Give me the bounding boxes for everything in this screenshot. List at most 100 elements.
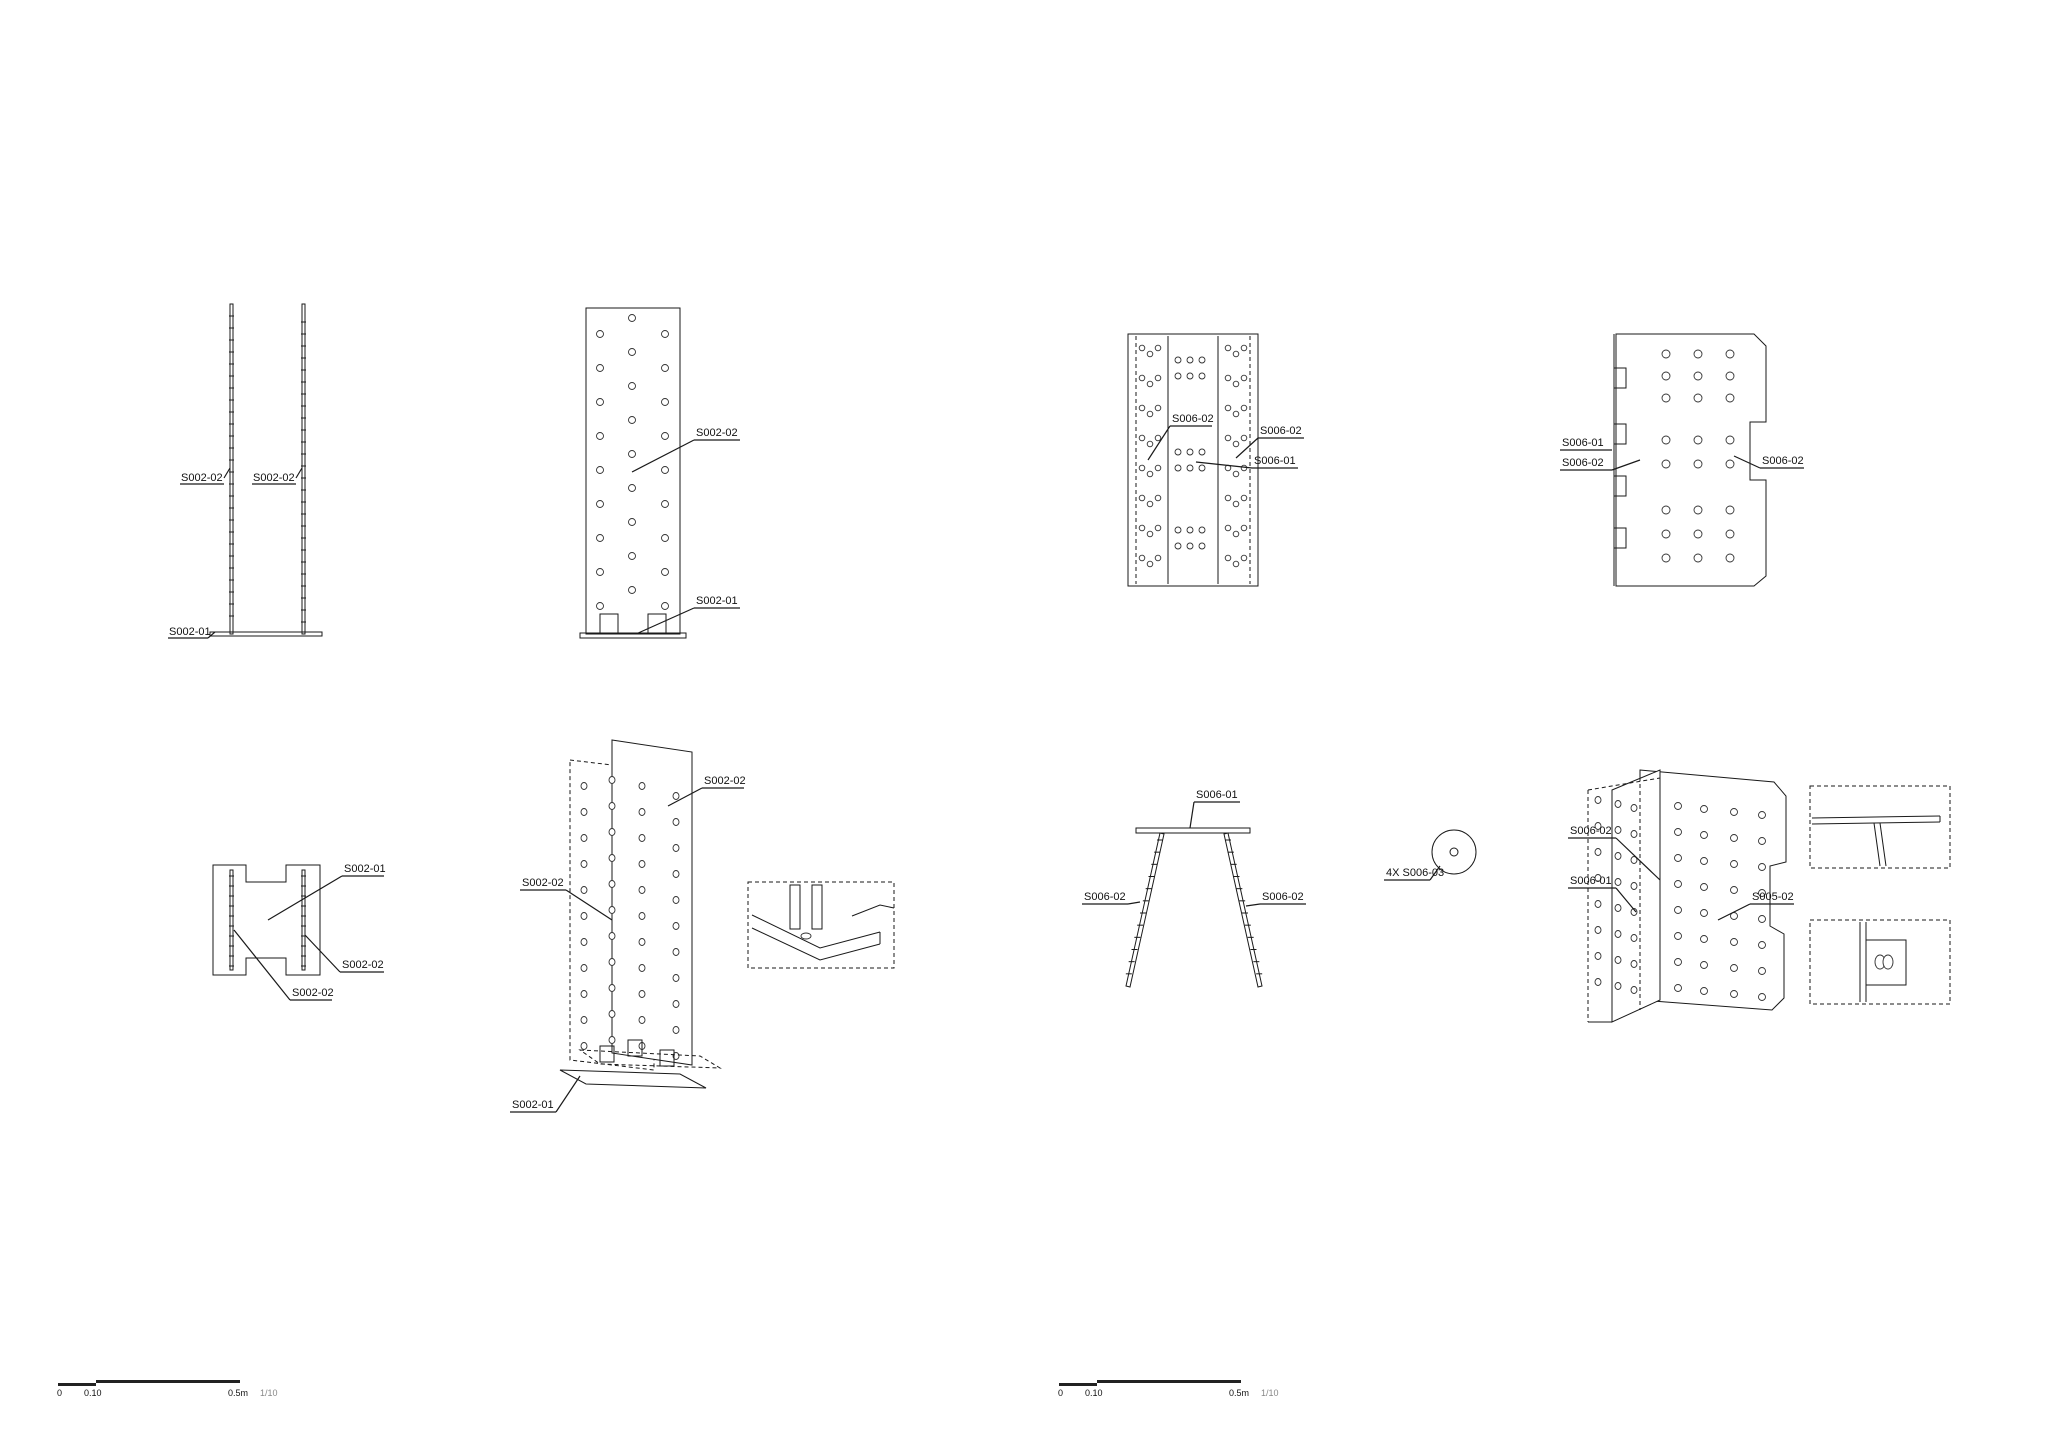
- bolt-hole: [1693, 553, 1703, 563]
- bolt-hole: [1198, 526, 1206, 534]
- bolt-hole: [608, 880, 616, 888]
- bolt-hole: [1138, 344, 1146, 352]
- right-detail-box-bottom: [1809, 919, 1951, 1005]
- label: S006-01: [1254, 455, 1296, 467]
- bolt-hole: [1240, 524, 1248, 532]
- bolt-hole: [638, 938, 646, 946]
- bolt-hole: [1758, 993, 1766, 1001]
- label: S005-02: [1752, 891, 1794, 903]
- label: S006-02: [1172, 413, 1214, 425]
- right-isometric: S006-02 S006-01 S005-02: [1568, 769, 1794, 1023]
- bolt-hole: [1700, 935, 1708, 943]
- bolt-hole: [1146, 560, 1154, 568]
- bolt-hole: [596, 568, 604, 576]
- bolt-hole: [1232, 440, 1240, 448]
- bolt-hole: [1674, 906, 1682, 914]
- bolt-hole: [1661, 371, 1671, 381]
- label: S002-02: [181, 472, 223, 484]
- bolt-hole: [1154, 524, 1162, 532]
- bolt-hole: [580, 808, 588, 816]
- bolt-hole: [672, 896, 680, 904]
- bolt-hole: [1630, 986, 1638, 994]
- bolt-hole: [1146, 440, 1154, 448]
- bolt-hole: [1661, 505, 1671, 515]
- bolt-hole: [1730, 834, 1738, 842]
- bolt-hole: [1174, 372, 1182, 380]
- label: S002-01: [169, 626, 211, 638]
- bolt-hole: [1725, 505, 1735, 515]
- bolt-hole: [672, 974, 680, 982]
- bolt-hole: [661, 568, 669, 576]
- bolt-hole: [1725, 435, 1735, 445]
- bolt-hole: [1224, 404, 1232, 412]
- bolt-hole: [1240, 464, 1248, 472]
- scale-ratio: 1/10: [260, 1388, 278, 1398]
- right-washer: 4X S006-03: [1384, 829, 1477, 881]
- bolt-hole: [1730, 990, 1738, 998]
- bolt-hole: [596, 398, 604, 406]
- bolt-hole: [672, 844, 680, 852]
- bolt-hole: [1693, 371, 1703, 381]
- bolt-hole: [1240, 374, 1248, 382]
- label: S006-02: [1570, 825, 1612, 837]
- bolt-hole: [1758, 811, 1766, 819]
- bolt-hole: [672, 948, 680, 956]
- bolt-hole: [580, 912, 588, 920]
- bolt-hole: [1614, 852, 1622, 860]
- bolt-hole: [628, 552, 636, 560]
- bolt-hole: [1674, 932, 1682, 940]
- bolt-hole: [638, 808, 646, 816]
- bolt-hole: [638, 860, 646, 868]
- bolt-hole: [1725, 553, 1735, 563]
- bolt-hole: [1674, 880, 1682, 888]
- right-side-elevation: S006-01 S006-02 S006-02: [1560, 333, 1804, 587]
- bolt-hole: [661, 432, 669, 440]
- bolt-hole: [1154, 344, 1162, 352]
- bolt-hole: [1758, 863, 1766, 871]
- bolt-hole: [1630, 960, 1638, 968]
- label: S002-01: [344, 863, 386, 875]
- label: S006-02: [1084, 891, 1126, 903]
- bolt-hole: [1614, 982, 1622, 990]
- bolt-hole: [1154, 434, 1162, 442]
- bolt-hole: [1725, 371, 1735, 381]
- bolt-hole: [580, 860, 588, 868]
- bolt-hole: [1700, 961, 1708, 969]
- bolt-hole: [1700, 909, 1708, 917]
- bolt-hole: [628, 586, 636, 594]
- bolt-hole: [638, 782, 646, 790]
- bolt-hole: [1730, 964, 1738, 972]
- bolt-hole: [608, 958, 616, 966]
- bolt-hole: [1693, 435, 1703, 445]
- bolt-hole: [1630, 934, 1638, 942]
- bolt-hole: [1630, 908, 1638, 916]
- bolt-hole: [638, 834, 646, 842]
- bolt-hole: [638, 886, 646, 894]
- bolt-hole: [1594, 848, 1602, 856]
- bolt-hole: [1758, 967, 1766, 975]
- bolt-hole: [1661, 435, 1671, 445]
- bolt-hole: [580, 834, 588, 842]
- scale-end: 0.5m: [1229, 1388, 1249, 1398]
- bolt-hole: [1674, 854, 1682, 862]
- bolt-hole: [628, 518, 636, 526]
- bolt-hole: [628, 348, 636, 356]
- bolt-hole: [608, 1010, 616, 1018]
- label: S002-02: [696, 427, 738, 439]
- left-front-elevation: S002-02 S002-02 S002-01: [168, 303, 323, 639]
- bolt-hole: [1661, 459, 1671, 469]
- left-scale-bar: 0 0.10 0.5m 1/10: [57, 1380, 278, 1398]
- label: S002-01: [512, 1099, 554, 1111]
- bolt-hole: [1693, 505, 1703, 515]
- bolt-hole: [1730, 938, 1738, 946]
- bolt-hole: [1224, 554, 1232, 562]
- scale-start: 0: [57, 1388, 62, 1398]
- bolt-hole: [580, 1016, 588, 1024]
- bolt-hole: [1730, 860, 1738, 868]
- bolt-hole: [1174, 542, 1182, 550]
- bolt-hole: [1186, 372, 1194, 380]
- scale-mid: 0.10: [1085, 1388, 1103, 1398]
- bolt-hole: [1138, 434, 1146, 442]
- label: S006-02: [1762, 455, 1804, 467]
- label: S002-02: [253, 472, 295, 484]
